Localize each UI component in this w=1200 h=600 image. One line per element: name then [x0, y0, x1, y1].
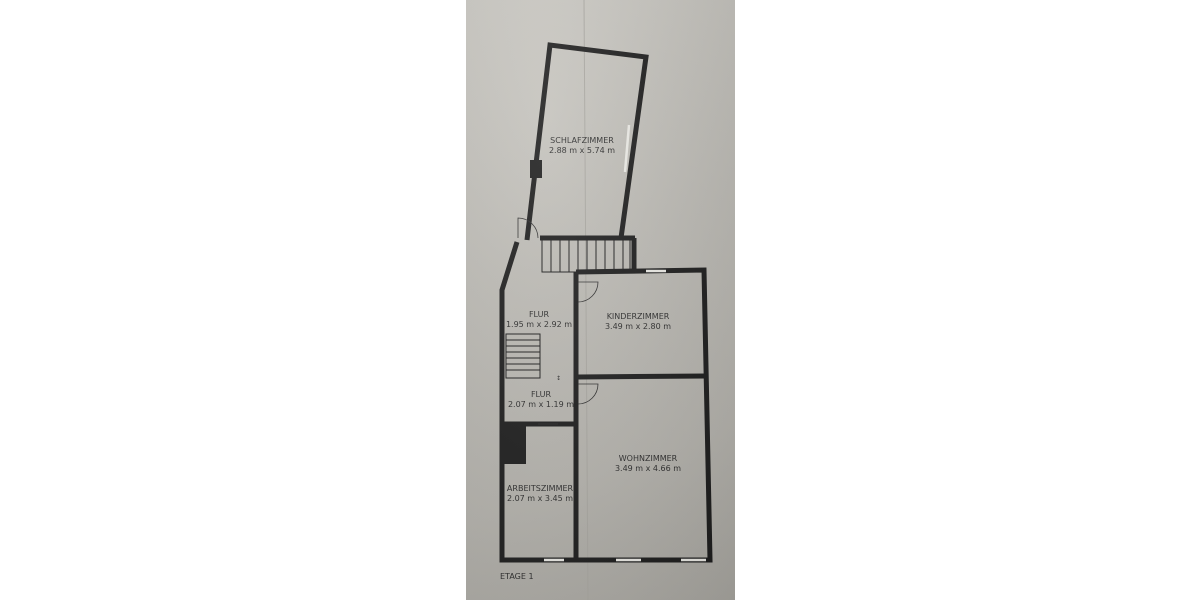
door-schlafzimmer — [517, 217, 539, 239]
room-name: ARBEITSZIMMER — [506, 484, 574, 493]
room-label-flur-1: FLUR 1.95 m x 2.92 m — [506, 310, 572, 330]
room-size: 2.07 m x 3.45 m — [506, 494, 574, 503]
stair-arrow-marker: ↕ — [556, 375, 561, 382]
chimney-schlafzimmer — [530, 160, 542, 178]
floor-label: ETAGE 1 — [500, 572, 534, 581]
room-name: FLUR — [530, 390, 552, 399]
room-size: 3.49 m x 4.66 m — [614, 464, 682, 473]
room-name: WOHNZIMMER — [618, 454, 678, 463]
room-label-flur-2: FLUR 2.07 m x 1.19 m — [508, 390, 574, 410]
room-size: 1.95 m x 2.92 m — [505, 320, 573, 329]
upper-stairs — [541, 239, 631, 273]
door-wohnzimmer — [577, 383, 599, 405]
room-name: FLUR — [528, 310, 550, 319]
kinder-wohn-wall — [577, 373, 707, 380]
room-size: 2.88 m x 5.74 m — [548, 146, 616, 155]
outer-right-wall — [575, 267, 713, 563]
room-size: 2.07 m x 1.19 m — [507, 400, 575, 409]
schlafzimmer-walls — [524, 42, 649, 241]
chimney-arbeitszimmer — [502, 426, 526, 464]
room-name: KINDERZIMMER — [606, 312, 670, 321]
room-label-arbeitszimmer: ARBEITSZIMMER 2.07 m x 3.45 m — [507, 484, 573, 504]
room-size: 3.49 m x 2.80 m — [604, 322, 672, 331]
door-kinderzimmer — [577, 281, 599, 303]
floor-plan: ↕ — [499, 0, 713, 600]
window-schlafzimmer — [623, 124, 631, 173]
floor-plan-photo: ↕ SCHLAFZIMMER 2.88 m x 5.74 m FLUR 1.95… — [466, 0, 735, 600]
room-label-kinderzimmer: KINDERZIMMER 3.49 m x 2.80 m — [605, 312, 671, 332]
lower-stairs — [505, 333, 541, 379]
room-label-wohnzimmer: WOHNZIMMER 3.49 m x 4.66 m — [615, 454, 681, 474]
room-label-schlafzimmer: SCHLAFZIMMER 2.88 m x 5.74 m — [549, 136, 615, 156]
room-name: SCHLAFZIMMER — [550, 136, 614, 145]
